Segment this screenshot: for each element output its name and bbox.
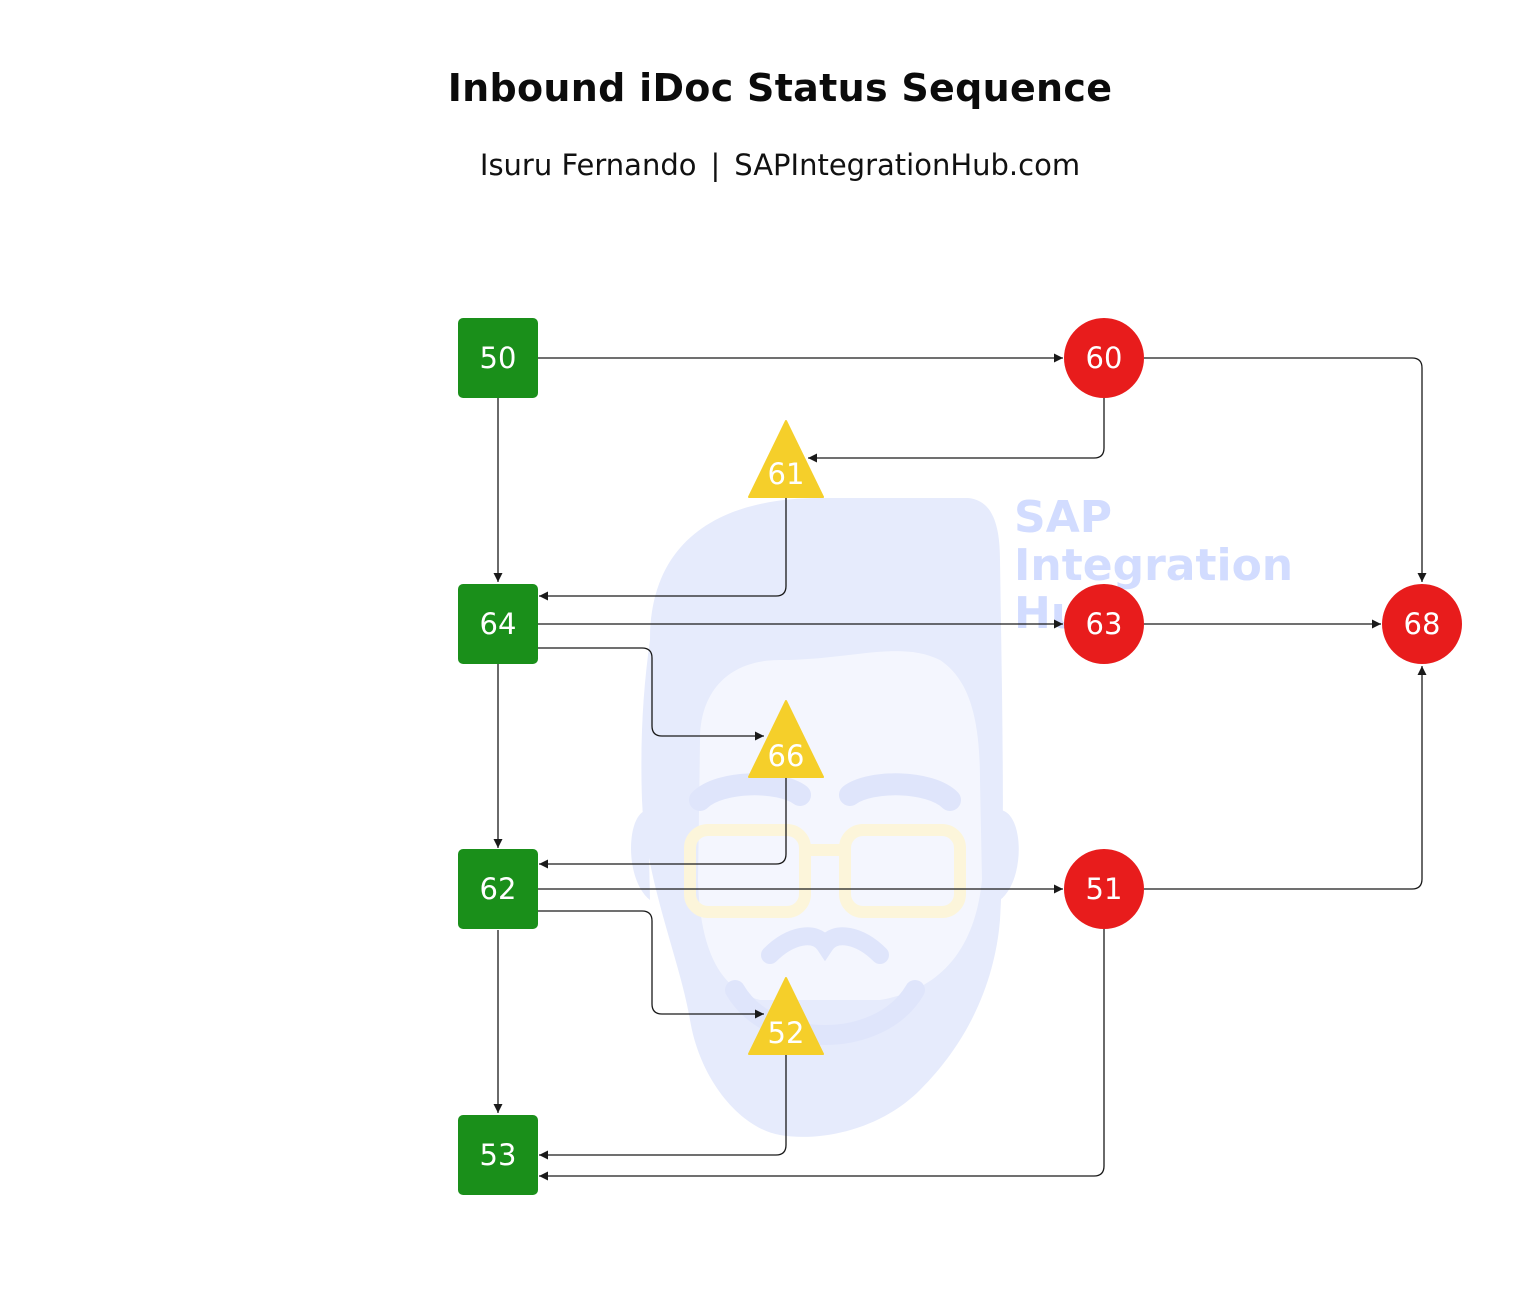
- author-name: Isuru Fernando: [479, 148, 697, 182]
- subtitle-separator: |: [710, 148, 721, 182]
- edge-61-to-64: [539, 497, 787, 601]
- node-label: 62: [480, 872, 517, 906]
- status-square-shape: [458, 1115, 538, 1195]
- diagram-title: Inbound iDoc Status Sequence: [447, 66, 1113, 110]
- edge-66-to-62: [539, 777, 787, 869]
- watermark-moustache: [761, 927, 889, 964]
- status-circle-shape: [1064, 584, 1144, 664]
- watermark-face-graphic: SAP Integration Hub: [631, 492, 1293, 1137]
- edges: [493, 353, 1427, 1181]
- node-61: 61: [748, 420, 824, 498]
- node-63: 63: [1064, 584, 1144, 664]
- node-66: 66: [748, 700, 824, 778]
- status-square-shape: [458, 849, 538, 929]
- edge-62-to-52: [538, 910, 764, 1019]
- diagram-subtitle: Isuru Fernando | SAPIntegrationHub.com: [0, 148, 1536, 182]
- node-label: 68: [1404, 607, 1441, 641]
- node-68: 68: [1382, 584, 1462, 664]
- watermark-text-line1: SAP: [1014, 492, 1112, 543]
- status-triangle-shape: [748, 700, 824, 778]
- watermark-brow-left: [689, 773, 811, 811]
- node-label: 64: [480, 607, 517, 641]
- node-51: 51: [1064, 849, 1144, 929]
- node-50: 50: [458, 318, 538, 398]
- node-label: 52: [768, 1016, 805, 1050]
- edge-64-to-66: [538, 647, 764, 741]
- node-52: 52: [748, 977, 824, 1055]
- watermark-ear-right: [1000, 810, 1019, 900]
- node-label: 60: [1086, 341, 1123, 375]
- node-label: 63: [1086, 607, 1123, 641]
- watermark-glasses-right: [839, 824, 966, 918]
- edge-52-to-53: [539, 1054, 787, 1160]
- watermark-beard: [725, 980, 925, 1045]
- node-64: 64: [458, 584, 538, 664]
- watermark-brow-right: [839, 773, 961, 811]
- node-label: 61: [768, 457, 805, 491]
- edge-60-to-68: [1144, 357, 1427, 582]
- watermark-ear-left: [631, 810, 650, 900]
- node-label: 50: [480, 341, 517, 375]
- node-label: 66: [768, 739, 805, 773]
- status-triangle-shape: [748, 977, 824, 1055]
- status-triangle-shape: [748, 420, 824, 498]
- node-53: 53: [458, 1115, 538, 1195]
- watermark-glasses-left: [684, 824, 811, 918]
- status-square-shape: [458, 318, 538, 398]
- status-circle-shape: [1382, 584, 1462, 664]
- node-60: 60: [1064, 318, 1144, 398]
- status-square-shape: [458, 584, 538, 664]
- edge-51-to-53: [539, 929, 1105, 1181]
- node-label: 51: [1086, 872, 1123, 906]
- status-circle-shape: [1064, 318, 1144, 398]
- edge-51-to-68: [1144, 666, 1427, 890]
- site-name: SAPIntegrationHub.com: [734, 148, 1081, 182]
- node-label: 53: [480, 1138, 517, 1172]
- watermark-text-line2: Integration: [1014, 540, 1293, 591]
- status-circle-shape: [1064, 849, 1144, 929]
- node-62: 62: [458, 849, 538, 929]
- edge-60-to-61: [808, 398, 1105, 463]
